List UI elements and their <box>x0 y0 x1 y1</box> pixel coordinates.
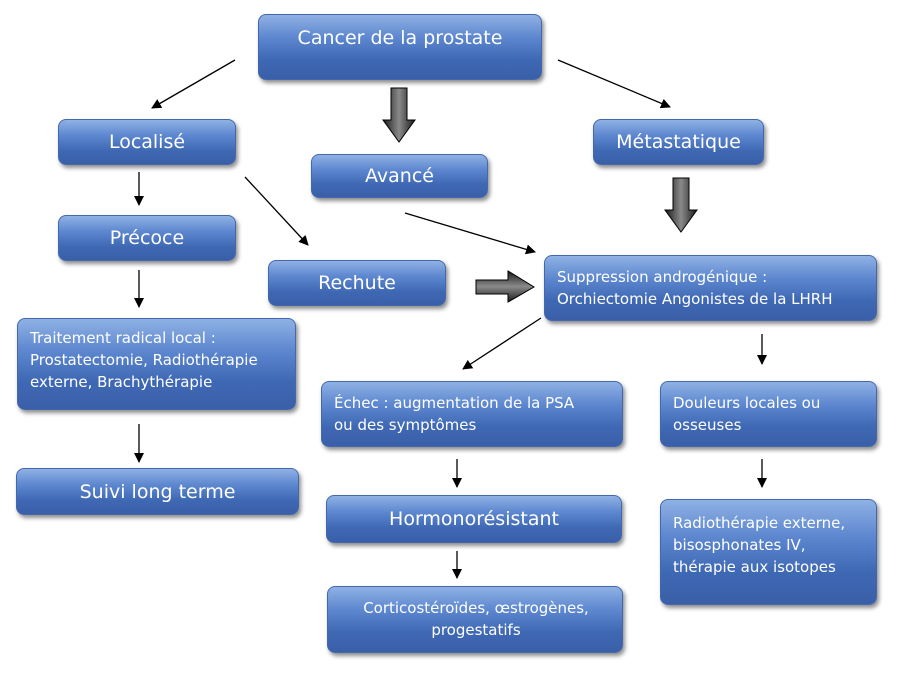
edge-localise-rechute <box>244 176 309 246</box>
node-precoce: Précoce <box>58 215 236 261</box>
node-cancer-prostate: Cancer de la prostate <box>258 14 542 80</box>
node-label: Localisé <box>108 131 186 153</box>
node-avance: Avancé <box>311 154 488 198</box>
node-radiotherapie: Radiothérapie externe, bisosphonates IV,… <box>660 499 877 605</box>
node-label: Suppression androgénique : Orchiectomie … <box>557 268 833 308</box>
node-label: Cancer de la prostate <box>297 27 503 49</box>
node-label: Radiothérapie externe, bisosphonates IV,… <box>673 514 846 576</box>
node-metastatique: Métastatique <box>593 119 764 165</box>
edge-root-avance <box>382 87 416 143</box>
node-label: Échec : augmentation de la PSA ou des sy… <box>334 394 575 434</box>
node-corticosteroides: Corticostéroïdes, œstrogènes, progestati… <box>327 586 623 653</box>
node-label: Traitement radical local : Prostatectomi… <box>30 329 258 391</box>
edge-root-localise <box>151 59 236 109</box>
node-rechute: Rechute <box>268 260 446 306</box>
edge-avance-suppression <box>404 212 536 255</box>
edge-suppression-echec <box>462 317 542 370</box>
node-label: Rechute <box>318 272 396 294</box>
node-traitement-radical: Traitement radical local : Prostatectomi… <box>17 318 296 410</box>
node-label: Suivi long terme <box>79 480 236 503</box>
node-label: Métastatique <box>616 131 741 153</box>
node-label: Hormonorésistant <box>389 508 559 530</box>
node-localise: Localisé <box>58 119 236 165</box>
node-hormonoresistant: Hormonorésistant <box>326 495 622 543</box>
edge-root-metastatique <box>557 59 671 109</box>
node-label: Corticostéroïdes, œstrogènes, progestati… <box>363 599 589 639</box>
edge-rechute-suppression <box>475 270 535 303</box>
node-echec: Échec : augmentation de la PSA ou des sy… <box>321 381 623 447</box>
node-label: Précoce <box>109 227 185 249</box>
node-suppression-androgenique: Suppression androgénique : Orchiectomie … <box>544 255 877 321</box>
node-suivi-long-terme: Suivi long terme <box>16 468 299 515</box>
node-label: Douleurs locales ou osseuses <box>673 394 821 434</box>
node-douleurs: Douleurs locales ou osseuses <box>660 381 877 447</box>
edge-metastatique-suppression <box>664 177 698 233</box>
node-label: Avancé <box>365 165 434 187</box>
